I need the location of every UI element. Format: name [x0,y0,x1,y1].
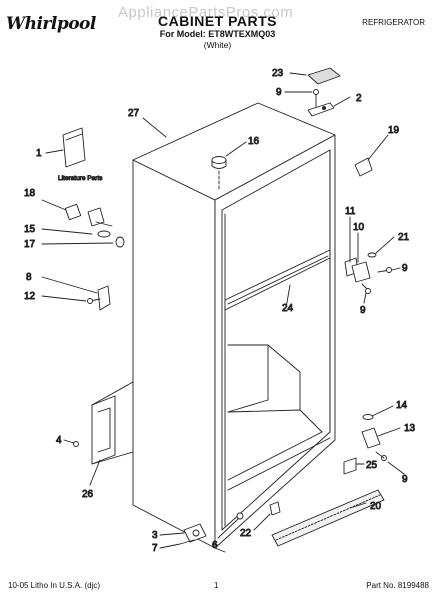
cabinet-shell [132,102,336,553]
leader-23 [289,72,307,76]
leader-3 [159,532,185,536]
plug-16 [211,156,227,191]
page-title: CABINET PARTS [157,13,278,29]
leader-9d [387,461,405,475]
leader-2 [333,96,351,107]
callout-26: 26 [82,489,94,500]
callout-6: 6 [212,540,218,551]
leader-21 [375,236,395,254]
bottom-hinge-right [343,414,387,475]
callout-9-low: 9 [360,305,366,316]
callout-25: 25 [366,460,378,471]
leader-14 [371,405,394,417]
callout-9-mid: 9 [402,263,408,274]
leveling-leg-assembly [179,512,244,545]
leader-27 [142,117,167,138]
callout-13: 13 [404,423,416,434]
callout-21: 21 [398,232,410,243]
leader-20 [349,502,367,509]
callout-10: 10 [353,222,365,233]
callout-16: 16 [248,136,260,147]
callout-22: 22 [240,528,252,539]
callout-24: 24 [282,303,294,314]
grille-clip [269,501,281,516]
leader-26 [89,459,101,486]
model-number: For Model: ET8WTEXMQ03 [159,29,276,39]
top-hinge [307,89,335,117]
leader-7 [159,543,181,549]
callout-8: 8 [26,272,32,283]
callout-7: 7 [152,543,158,554]
leader-19 [367,134,389,161]
watermark: AppliancePartsPros.com [118,4,294,21]
part-19-trim [354,157,373,177]
leader-9b [391,267,401,271]
leveling-bracket [87,285,111,311]
callout-19: 19 [388,125,400,136]
leader-16 [225,141,247,157]
leader-6 [217,518,239,539]
door-stop-bracket [73,381,134,465]
cabinet-divider [224,249,331,311]
callout-27: 27 [128,108,140,119]
callout-3: 3 [152,530,158,541]
leader-9c [363,292,367,304]
footer-page-number: 1 [214,581,219,590]
callout-17: 17 [24,239,36,250]
callout-2: 2 [356,93,362,104]
leader-24 [285,284,291,309]
callout-1: 1 [36,148,42,159]
callout-23: 23 [272,68,284,79]
category-label: REFRIGERATOR [362,18,425,27]
callout-18: 18 [24,188,36,199]
callout-12: 12 [24,291,36,302]
leader-15 [41,228,93,235]
model-color: (White) [203,40,232,50]
center-hinge [344,252,392,294]
base-grille [271,489,385,547]
callout-4: 4 [56,435,62,446]
leader-4 [63,439,75,444]
callout-14: 14 [396,400,408,411]
footer-part-number: Part No. 8199488 [366,581,429,590]
hinge-pin-assembly [64,203,125,248]
leader-17 [41,242,114,245]
callout-9-bottom: 9 [402,474,408,485]
leader-22 [253,513,271,531]
callout-9-top: 9 [276,87,282,98]
callout-11: 11 [345,206,356,217]
callout-20: 20 [370,501,382,512]
leader-18 [41,199,67,211]
top-hinge-cover [307,67,341,85]
leader-8 [41,276,98,294]
leader-12 [41,295,87,302]
leader-13 [377,427,401,437]
literature-booklet [62,127,86,168]
literature-parts-label: Literature Parts [58,175,103,182]
callout-15: 15 [24,224,36,235]
leader-1 [45,149,64,154]
footer-litho: 10-05 Litho In U.S.A. (djc) [8,581,101,590]
brand-logo: Whirlpool [6,14,96,34]
